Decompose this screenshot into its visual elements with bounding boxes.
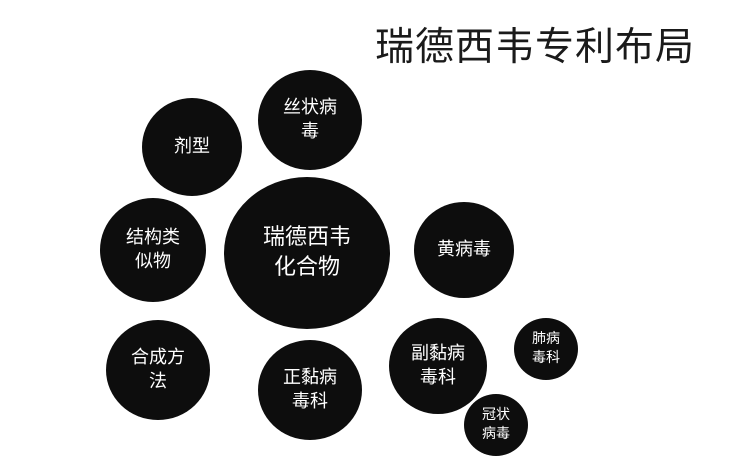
node-formulation: 剂型 [142, 98, 242, 196]
node-pneumoviridae-label: 肺病 毒科 [532, 331, 560, 366]
node-coronavirus: 冠状 病毒 [464, 394, 528, 456]
node-structural-analogs-label: 结构类 似物 [126, 226, 180, 272]
node-coronavirus-label: 冠状 病毒 [482, 407, 510, 442]
center-node-remdesivir-compound: 瑞德西韦 化合物 [224, 177, 390, 329]
node-orthomyxoviridae: 正黏病 毒科 [258, 340, 362, 440]
diagram-title: 瑞德西韦专利布局 [375, 25, 696, 70]
node-synthesis-method-label: 合成方 法 [131, 346, 185, 392]
node-flavivirus-label: 黄病毒 [437, 238, 491, 260]
node-pneumoviridae: 肺病 毒科 [514, 318, 578, 380]
center-node-label: 瑞德西韦 化合物 [262, 225, 351, 280]
node-synthesis-method: 合成方 法 [106, 320, 210, 420]
node-structural-analogs: 结构类 似物 [100, 198, 206, 302]
node-formulation-label: 剂型 [174, 135, 210, 157]
node-paramyxoviridae: 副黏病 毒科 [389, 318, 487, 414]
node-filovirus: 丝状病 毒 [258, 70, 362, 170]
node-flavivirus: 黄病毒 [414, 202, 514, 298]
node-orthomyxoviridae-label: 正黏病 毒科 [283, 366, 337, 412]
node-paramyxoviridae-label: 副黏病 毒科 [411, 342, 465, 388]
node-filovirus-label: 丝状病 毒 [283, 96, 337, 142]
